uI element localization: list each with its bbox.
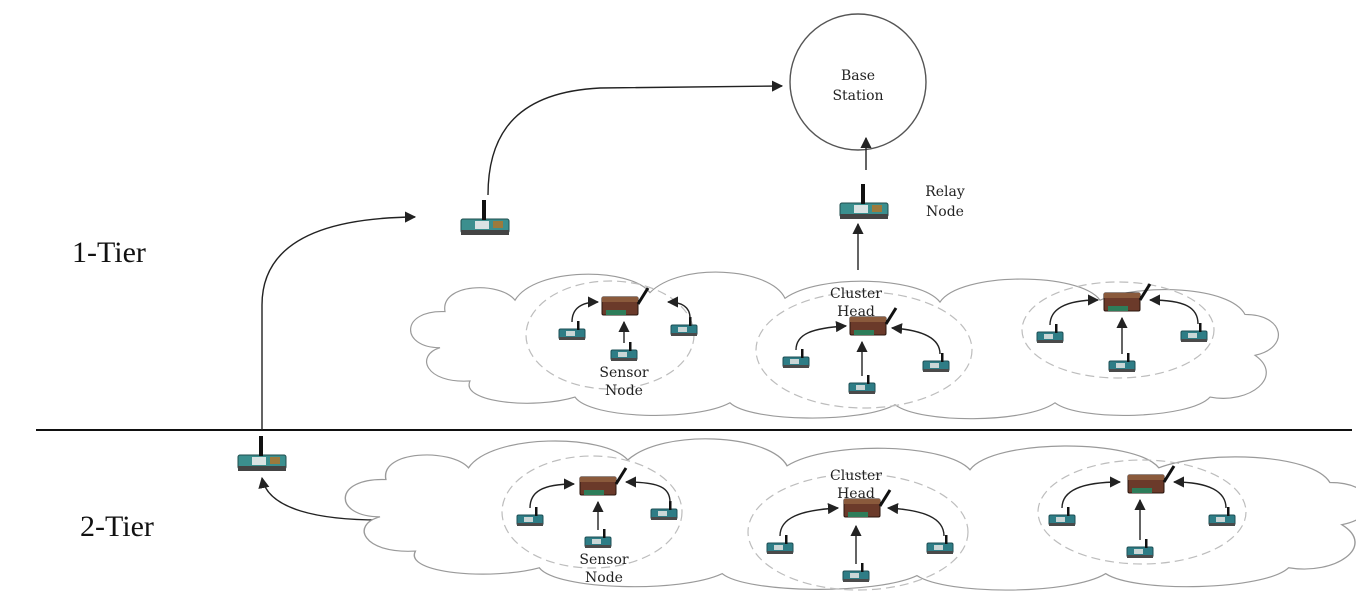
tier2-cluster-right [1037,459,1247,565]
tier1-cluster-head-label-1: Cluster [830,286,882,302]
tier1-cluster-left [525,280,698,390]
tier2-cloud-to-gateway-arrow [258,476,381,521]
tier2-cluster-center [747,473,969,591]
base-station-node [789,13,927,151]
relay-node-icon [839,183,889,220]
gateway-node-tier1-icon [460,199,510,236]
tier1-cluster-head-label-2: Head [837,304,875,320]
tier2-label: 2-Tier [80,510,154,543]
tier1-cluster-right [1021,281,1215,379]
base-station-label-2: Station [832,88,883,104]
relay-label-1: Relay [925,184,965,200]
tier1-cluster-center [755,291,973,409]
tier1-sensor-node-label-1: Sensor [599,365,649,381]
tier2-cluster-head-label-2: Head [837,486,875,502]
gateway-to-base-arrow [487,80,784,196]
tier2-gateway-to-tier1-arrow [261,211,417,430]
tier2-sensor-node-label-2: Node [585,570,623,586]
relay-label-2: Node [926,204,964,220]
tier2-cluster-left [501,455,683,569]
tier1-sensor-node-label-2: Node [605,383,643,399]
tier2-sensor-node-label-1: Sensor [579,552,629,568]
gateway-node-tier2-icon [237,435,287,472]
tier1-label: 1-Tier [72,236,146,269]
base-station-label-1: Base [841,68,875,84]
tier2-cluster-head-label-1: Cluster [830,468,882,484]
